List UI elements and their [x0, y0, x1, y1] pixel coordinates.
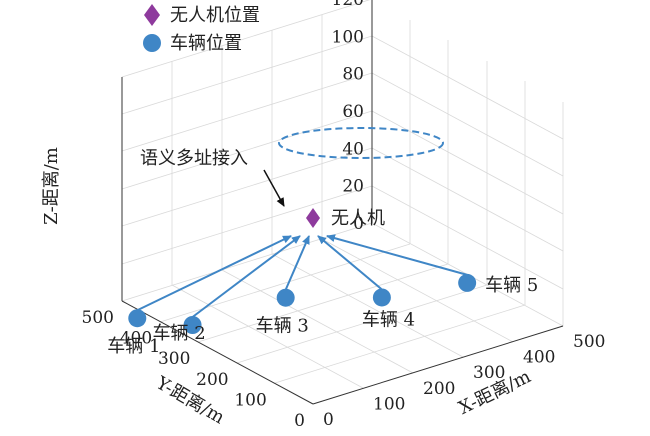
legend: 无人机位置 车辆位置 — [143, 4, 260, 54]
legend-vehicle-label: 车辆位置 — [170, 33, 242, 54]
y-tick-label: 200 — [196, 370, 228, 390]
grid-line — [121, 185, 373, 265]
vehicle-label: 车辆 5 — [485, 275, 538, 296]
uav-marker — [306, 208, 320, 228]
z-tick-label: 120 — [332, 0, 364, 10]
x-axis-line — [312, 325, 564, 405]
z-tick-label: 100 — [332, 27, 364, 47]
grid-line — [197, 263, 449, 343]
vehicle-marker — [372, 288, 391, 307]
grid-line — [371, 147, 564, 252]
vehicle-marker — [458, 273, 477, 292]
y-tick-label: 400 — [120, 329, 152, 349]
vehicle-label: 车辆 4 — [362, 309, 415, 330]
grid-line — [371, 72, 564, 177]
axes — [121, 0, 564, 405]
vehicle-marker — [183, 316, 202, 334]
vehicle-uav-link — [284, 235, 310, 291]
grid-line — [371, 35, 564, 140]
legend-uav-symbol — [144, 4, 160, 26]
grid-line — [371, 110, 564, 215]
legend-uav-label: 无人机位置 — [170, 5, 260, 26]
annotation-label: 语义多址接入 — [140, 148, 248, 169]
grid-line — [121, 35, 373, 115]
vehicle-uav-link — [136, 235, 292, 312]
z-tick-label: 80 — [342, 65, 364, 85]
x-tick-label: 200 — [423, 379, 455, 399]
uav-label: 无人机 — [331, 208, 385, 229]
multiple-access-ellipse — [278, 127, 444, 159]
grid-line — [221, 269, 414, 374]
vehicle-marker — [128, 309, 147, 328]
x-tick-label: 400 — [523, 348, 555, 368]
grid-line — [271, 253, 464, 358]
grid-line — [121, 72, 373, 152]
tick-labels: 0 20 40 60 80 100 120 0 100 200 300 400 500 0 100 200 30… — [82, 0, 606, 431]
x-tick-label: 100 — [373, 394, 405, 414]
grid-line — [236, 284, 488, 364]
grid-line — [121, 147, 373, 227]
z-tick-label: 60 — [342, 102, 364, 122]
communication-links — [136, 234, 468, 318]
grid-line — [321, 238, 514, 343]
y-axis-line — [121, 300, 314, 405]
z-tick-label: 0 — [353, 214, 364, 234]
grid-line — [171, 284, 364, 389]
x-tick-label: 300 — [473, 363, 505, 383]
legend-vehicle-symbol — [143, 34, 161, 52]
z-tick-label: 40 — [342, 139, 364, 159]
z-tick-label: 20 — [342, 177, 364, 197]
x-tick-label: 500 — [573, 332, 605, 352]
y-tick-label: 0 — [294, 411, 305, 431]
x-tick-label: 0 — [323, 410, 334, 430]
y-tick-label: 500 — [82, 308, 114, 328]
annotation-arrow — [263, 169, 285, 207]
grid-line — [121, 222, 373, 302]
vehicles: 车辆 1车辆 2 车辆 3 车辆 4 车辆 5 — [107, 273, 538, 357]
grid-line — [274, 304, 526, 384]
grid-line — [121, 110, 373, 190]
vehicle-marker — [276, 288, 295, 307]
vehicle-uav-link — [191, 235, 301, 318]
z-axis-title: Z-距离/m — [41, 147, 62, 225]
vehicle-uav-link — [317, 235, 383, 291]
vehicle-label: 车辆 1 — [107, 336, 160, 357]
vehicle-label: 车辆 3 — [256, 316, 309, 337]
grid-line — [371, 185, 564, 290]
vehicle-uav-link — [326, 234, 468, 276]
y-tick-label: 300 — [158, 349, 190, 369]
vehicle-label: 车辆 2 — [153, 323, 206, 344]
y-tick-label: 100 — [234, 390, 266, 410]
grid-line — [121, 0, 371, 78]
